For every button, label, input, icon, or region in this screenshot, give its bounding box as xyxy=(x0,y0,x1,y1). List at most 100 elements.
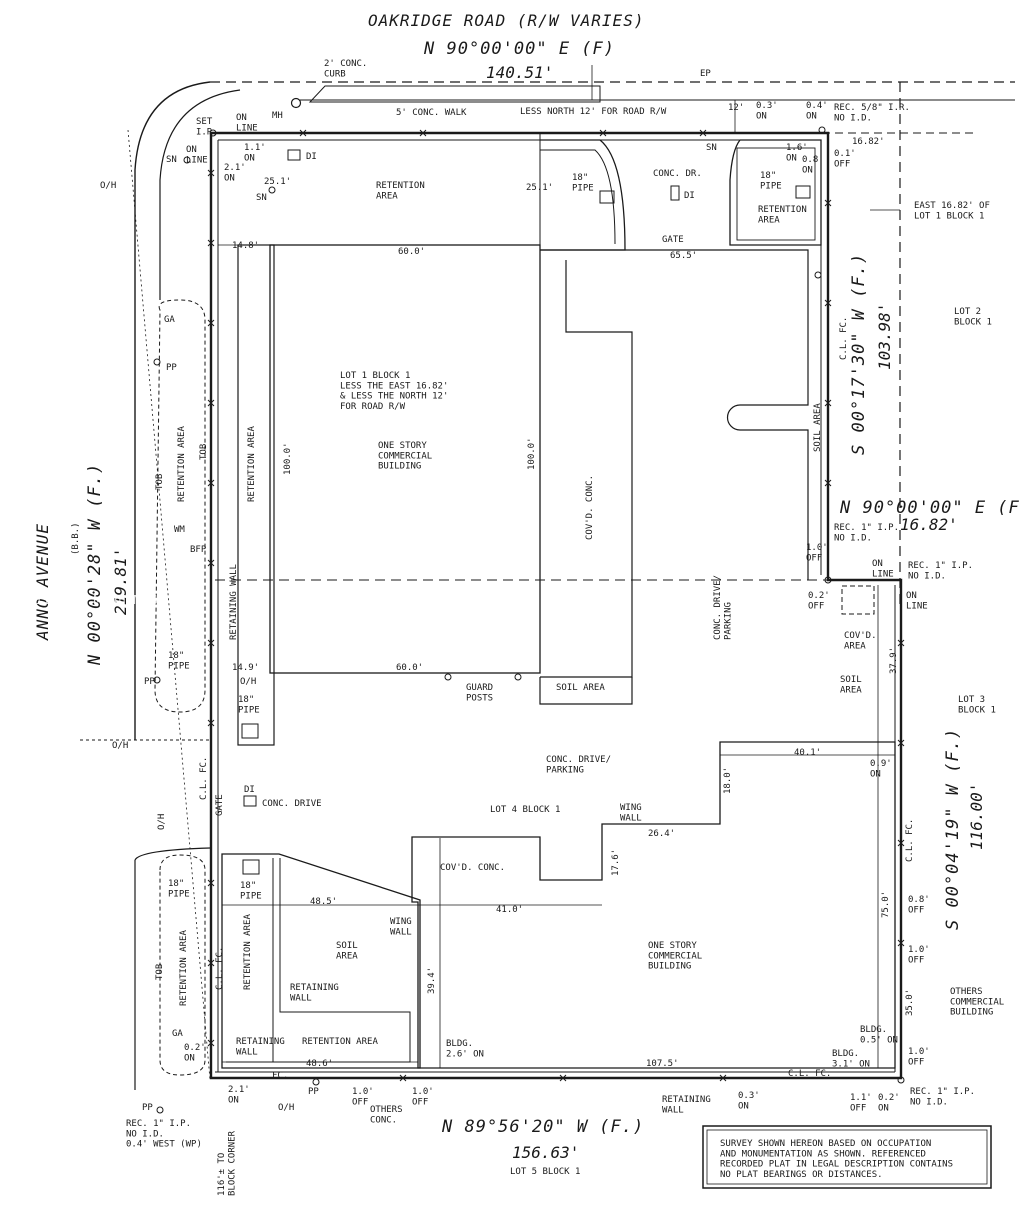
label-rec-1ip-a: REC. 1" I.P.NO I.D. xyxy=(834,523,899,543)
label-covd-area: COV'D.AREA xyxy=(844,631,877,651)
retention-top-curve xyxy=(540,139,626,251)
label-retention-v1: RETENTION AREA xyxy=(177,426,187,502)
label-off-10c: 1.0'OFF xyxy=(908,1047,930,1067)
label-pp-bot2: PP xyxy=(142,1103,153,1113)
drain-inlets xyxy=(153,126,905,1114)
label-di-mid: DI xyxy=(684,191,695,201)
label-tob-b: TOB xyxy=(155,474,165,490)
label-gate: GATE xyxy=(662,235,684,245)
label-sn-251: 25.1' xyxy=(264,177,291,187)
label-lot5: LOT 5 BLOCK 1 xyxy=(510,1167,580,1177)
label-lot4: LOT 4 BLOCK 1 xyxy=(490,805,560,815)
label-clfc-bot: C.L. FC. xyxy=(788,1069,831,1079)
label-off-11b: 1.1'OFF xyxy=(850,1093,872,1113)
label-oh-v: O/H xyxy=(157,814,167,830)
retention-left-ovals xyxy=(154,299,206,1076)
label-off-08: 0.8'ON xyxy=(802,155,824,175)
label-curb: 2' CONC.CURB xyxy=(324,59,367,79)
label-ga-bot: GA xyxy=(172,1029,183,1039)
label-soil-area-mid: SOIL AREA xyxy=(556,683,605,693)
label-off-10b: 1.0'OFF xyxy=(908,945,930,965)
label-dim-251: 25.1' xyxy=(526,183,553,193)
label-off-10: 1.0'OFF xyxy=(806,543,828,563)
label-oh-mid: O/H xyxy=(240,677,256,687)
plan-labels: 2' CONC.CURB 5' CONC. WALK LESS NORTH 12… xyxy=(100,59,1004,1196)
label-pipe18-e: 18"PIPE xyxy=(168,879,190,899)
label-bldg-26: BLDG.2.6' ON xyxy=(446,1039,484,1059)
label-pipe18-d: 18"PIPE xyxy=(238,695,260,715)
label-pipe18-b: 18"PIPE xyxy=(760,171,782,191)
label-di-b: DI xyxy=(244,785,255,795)
label-off-04: 0.4'ON xyxy=(806,101,828,121)
label-rec-1ip-c: REC. 1" I.P.NO I.D. xyxy=(910,1087,975,1107)
label-wm: WM xyxy=(174,525,185,535)
label-pipe18-c: 18"PIPE xyxy=(168,651,190,671)
label-clfc-left: C.L. FC. xyxy=(199,757,209,800)
distance-top: 140.51' xyxy=(486,63,553,82)
covered-concrete-strip xyxy=(539,249,809,705)
distance-left: 219.81' xyxy=(111,548,130,615)
road-name-left: ANNO AVENUE xyxy=(33,523,52,641)
label-bldg-31: BLDG.3.1' ON xyxy=(832,1049,870,1069)
label-dim-410: 41.0' xyxy=(496,905,523,915)
label-conc-dr: CONC. DR. xyxy=(653,169,702,179)
label-oh-top: O/H xyxy=(100,181,116,191)
label-dim-350: 35.0' xyxy=(905,989,915,1016)
label-dim-149: 14.9' xyxy=(232,663,259,673)
property-boundary xyxy=(209,131,903,1080)
label-dim-264: 26.4' xyxy=(648,829,675,839)
bearing-right-upper: S 00°17'30" W (F.) xyxy=(849,253,869,455)
label-rec-1ip-d: REC. 1" I.P.NO I.D.0.4' WEST (WP) xyxy=(126,1119,202,1150)
label-off-03: 0.3'ON xyxy=(756,101,778,121)
label-gate-v: GATE xyxy=(215,794,225,816)
label-pp-bot: PP xyxy=(308,1087,319,1097)
label-pp-top: PP xyxy=(166,363,177,373)
label-ep: EP xyxy=(700,69,711,79)
label-di: DI xyxy=(306,152,317,162)
label-dim-148: 14.8' xyxy=(232,241,259,251)
bearing-right-jog: N 90°00'00" E (F. xyxy=(839,498,1019,518)
label-conc-drive: CONC. DRIVE xyxy=(262,799,322,809)
distance-right-upper: 103.98' xyxy=(875,303,894,370)
distance-bottom: 156.63' xyxy=(512,1143,579,1162)
label-dim-600-top: 60.0' xyxy=(398,247,425,257)
label-covd-conc-v: COV'D. CONC. xyxy=(585,475,595,540)
label-off-09: 0.9'ON xyxy=(870,759,892,779)
label-dim-750: 75.0' xyxy=(881,891,891,918)
label-conc-drive-parking: CONC. DRIVE/PARKING xyxy=(546,755,611,775)
covered-area-dashed xyxy=(841,585,875,615)
label-dim-486: 48.6' xyxy=(306,1059,333,1069)
label-dim-600-bot: 60.0' xyxy=(396,663,423,673)
label-dim-100-b: 100.0' xyxy=(527,437,537,470)
label-dim-394: 39.4' xyxy=(427,967,437,994)
label-dim-1682: 16.82' xyxy=(852,137,885,147)
label-bfp: BFP xyxy=(190,545,207,555)
right-of-way-lines xyxy=(80,81,1015,1090)
dimension-lines xyxy=(222,65,901,1068)
label-off-08b: 0.8'OFF xyxy=(908,895,930,915)
label-tob-a: TOB xyxy=(199,444,209,460)
label-sn-small: SN xyxy=(256,193,267,203)
label-retention-v3: RETENTION AREA xyxy=(243,914,253,990)
label-sn-left: SN xyxy=(166,155,177,165)
bearing-right-lower: S 00°04'19" W (F.) xyxy=(943,728,963,930)
label-rec-58: REC. 5/8" I.R.NO I.D. xyxy=(834,103,910,123)
bearing-top: N 90°00'00" E (F) xyxy=(423,39,615,59)
label-fc: FC. xyxy=(272,1071,288,1081)
label-dim-379: 37.9' xyxy=(889,647,899,674)
